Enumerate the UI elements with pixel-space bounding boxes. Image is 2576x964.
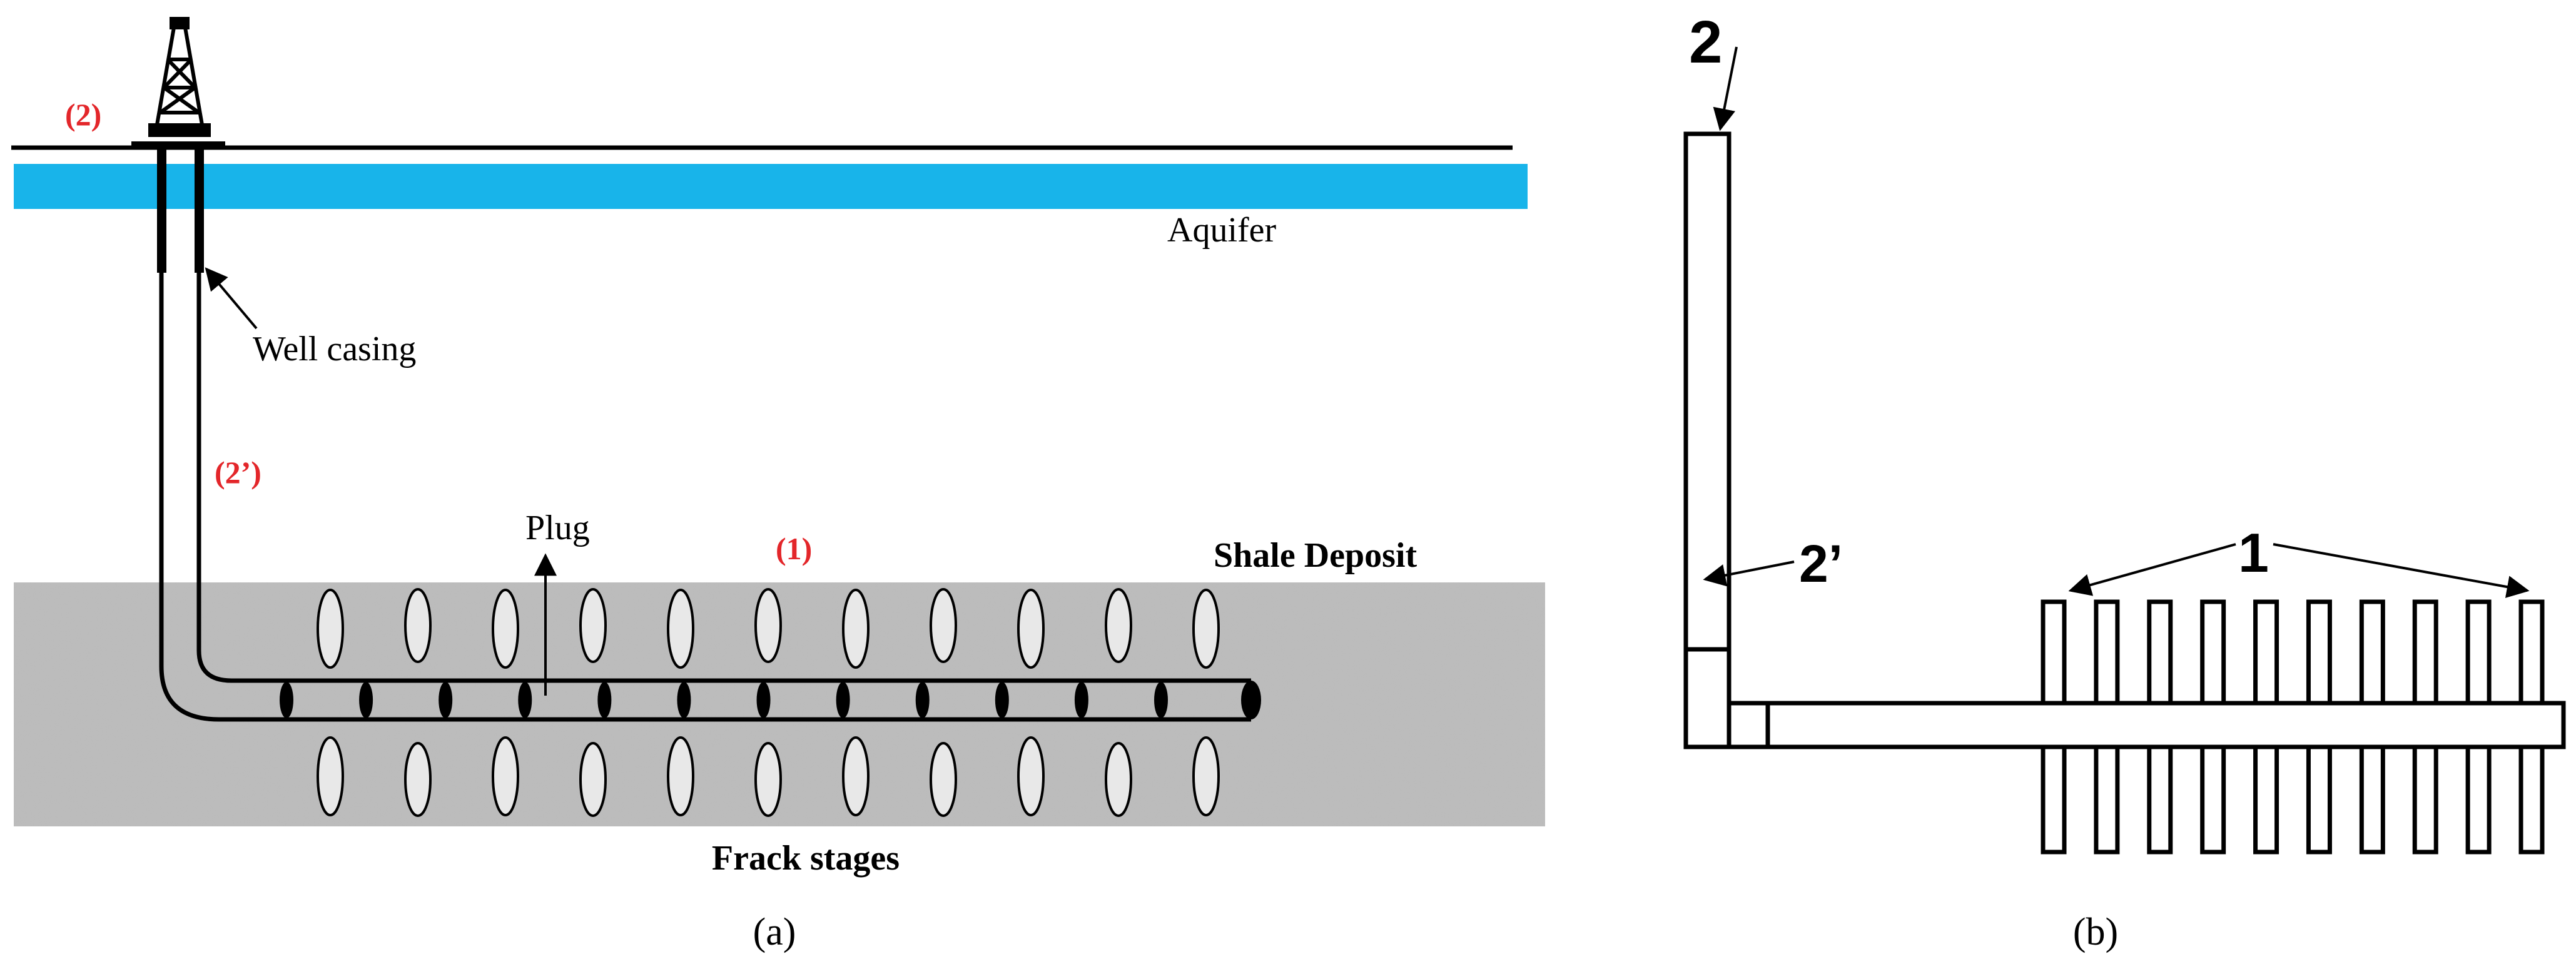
label-2: (2) [65,97,101,132]
fracture-rect-upper [2253,599,2279,706]
well-casing-label: Well casing [253,330,416,368]
aquifer-label: Aquifer [1167,211,1277,250]
label-b-2: 2 [1689,9,1722,76]
fracture-rect-upper [2412,599,2438,706]
shale-deposit-label: Shale Deposit [1214,536,1417,575]
vertical-section-upper [1683,131,1732,652]
fracture-rect-lower [2041,744,2067,855]
plug [280,682,293,718]
caption-b: (b) [2073,911,2118,953]
plug-label: Plug [525,509,590,547]
fracture-rect-lower [2465,744,2492,855]
well-casing-arrow [205,267,258,330]
panel-b [1683,131,2566,855]
arrow-2 [1713,46,1738,131]
fracture-upper [754,588,782,663]
fracture-upper [842,589,870,669]
fracture-lower [754,742,782,817]
fracture-rect-lower [2253,744,2279,855]
fracture-upper [579,588,607,663]
wellbore-outer-line [159,148,1251,722]
plug [915,682,930,718]
arrow-2-prime [1703,561,1795,587]
fracture-rect-lower [2094,744,2120,855]
fracture-lower [930,742,957,817]
fracture-rect-lower [2147,744,2173,855]
frack-stages-label: Frack stages [712,839,900,878]
fracture-rect-upper [2359,599,2385,706]
fracture-lower [404,742,432,817]
plug [756,682,771,718]
aquifer-band [14,164,1528,209]
plug [995,682,1009,718]
plug [597,682,612,718]
fracture-rect-upper [2306,599,2332,706]
fracture-rect-lower [2306,744,2332,855]
fracture-rect-lower [2359,744,2385,855]
fracture-lower [317,736,344,816]
fracture-lower [1192,736,1220,816]
fracture-rect-upper [2465,599,2492,706]
fracture-lower [492,736,519,816]
fracture-upper [667,589,694,669]
elbow-section [1727,701,1770,749]
well-end-cap [1241,681,1261,719]
fracture-lower [1017,736,1045,816]
fracture-rect-lower [2412,744,2438,855]
fracture-upper [1017,589,1045,669]
label-b-1: 1 [2238,522,2269,584]
fracture-rect-upper [2200,599,2226,706]
label-1: (1) [776,531,812,566]
fracture-lower [579,742,607,817]
fracture-rect-upper [2041,599,2067,706]
plug [439,682,453,718]
fracture-upper [317,589,344,669]
label-2-prime: (2’) [215,455,261,490]
fracture-rect-upper [2147,599,2173,706]
wellbore-inner-line [196,148,1251,683]
plug [1154,682,1168,718]
fracture-rect-upper [2518,599,2545,706]
panel-a: (2) (2’) (1) Aquifer Well casing Plug Sh… [11,17,1545,953]
fracture-stages-group [317,588,1220,817]
fracture-lower [667,736,694,816]
well-casing-right [195,148,204,273]
arrow-1-left [2068,543,2236,596]
arrow-1-right [2273,543,2530,598]
fracture-rect-upper [2094,599,2120,706]
fracture-lower [842,736,870,816]
fracture-lower [1105,742,1132,817]
plug [1074,682,1088,718]
fracture-rect-lower [2200,744,2226,855]
well-casing-left [157,148,166,273]
horizontal-lateral [1765,701,2566,749]
plugs-group [280,682,1168,718]
plug [836,682,850,718]
fracture-upper [492,589,519,669]
panel-b-annotations: 2 2’ 1 (b) [1689,9,2530,953]
caption-a: (a) [753,911,796,953]
fracture-rect-lower [2518,744,2545,855]
drilling-rig-icon [148,17,211,137]
fracture-upper [404,588,432,663]
plug [518,682,532,718]
fracture-upper [1192,589,1220,669]
plug [359,682,373,718]
label-b-2-prime: 2’ [1799,534,1843,593]
plug [677,682,691,718]
vertical-section-lower [1683,647,1732,749]
fracture-upper [930,588,957,663]
fracture-upper [1105,588,1132,663]
fracture-rectangles-group [2041,599,2545,855]
